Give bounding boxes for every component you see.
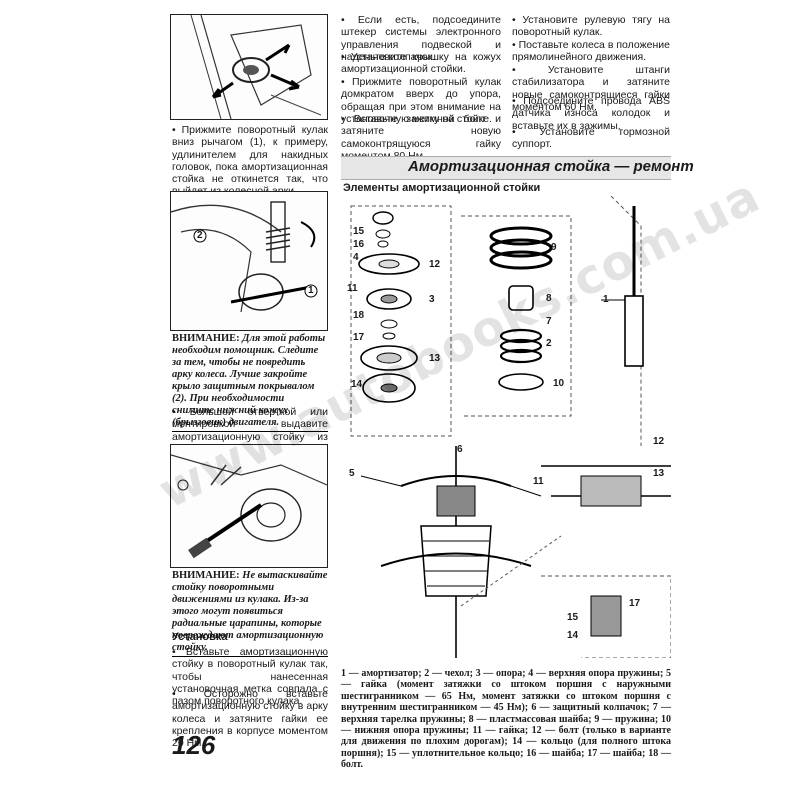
- callout-12: 12: [429, 259, 441, 270]
- section-title: Амортизационная стойка — ремонт: [408, 158, 694, 175]
- warning-label: ВНИМАНИЕ:: [172, 570, 240, 581]
- callout-2: 2: [546, 338, 552, 349]
- callout-1: 1: [308, 285, 314, 296]
- callout-15-inset: 15: [567, 612, 579, 623]
- warning-no-rotation: ВНИМАНИЕ: Не вытаскивайте стойку поворот…: [172, 570, 328, 657]
- callout-1: 1: [603, 294, 609, 305]
- mid-para-2: • Установите крышку на кожух амортизацио…: [341, 51, 501, 76]
- callout-4: 4: [353, 252, 359, 263]
- right-para-3: • Установите штанги стабилизатора и затя…: [512, 64, 670, 113]
- callout-11: 11: [347, 283, 358, 294]
- page-number: 126: [172, 730, 216, 760]
- callout-13: 13: [429, 353, 441, 364]
- figure-strut-drawing: [171, 201, 318, 313]
- mid-para-3: • Прижмите поворотный кулак домкратом вв…: [341, 76, 501, 125]
- mid-para-1: • Если есть, подсоедините штекер системы…: [341, 14, 501, 63]
- callout-17-inset: 17: [629, 598, 641, 609]
- figure-knuckle-press-drawing: [190, 15, 322, 119]
- callout-15: 15: [353, 226, 365, 237]
- right-para-1: • Установите рулевую тягу на поворотный …: [512, 14, 670, 39]
- callout-5: 5: [349, 468, 355, 479]
- step-press-knuckle: • Прижмите поворотный кулак вниз рычагом…: [172, 124, 328, 197]
- callout-13-inset: 13: [653, 468, 665, 479]
- callout-12-inset: 12: [653, 436, 665, 447]
- warning-text: Не вытаскивайте стойку поворотными движе…: [172, 570, 328, 653]
- right-para-2: • Поставьте колеса в положение прямолине…: [512, 39, 670, 64]
- callout-6: 6: [457, 444, 463, 455]
- callout-3: 3: [429, 294, 435, 305]
- diagram-legend: 1 — амортизатор; 2 — чехол; 3 — опора; 4…: [341, 668, 671, 771]
- right-para-4: • Подсоедините провода ABS датчика износ…: [512, 95, 670, 132]
- figure-knuckle-press: [170, 14, 328, 120]
- right-para-5: • Установите тормозной суппорт.: [512, 126, 670, 151]
- callout-14: 14: [351, 379, 363, 390]
- figure-strut-in-wheel-arch: 2 1: [170, 191, 328, 331]
- callout-11-inset: 11: [533, 476, 544, 487]
- figure-screwdriver-drawing: [171, 454, 327, 559]
- callout-9: 9: [551, 242, 557, 253]
- figure-screwdriver-pry: [170, 444, 328, 568]
- warning-text: Для этой работы необходим помощник. След…: [172, 333, 326, 428]
- exploded-strut-diagram: 15 16 4 12 11 3 18 17 13 14 9 8 7 2 10 1…: [341, 195, 672, 659]
- callout-10: 10: [553, 378, 565, 389]
- mid-para-4: • Вставьте зажимной болт и затяните нову…: [341, 113, 501, 162]
- callout-16: 16: [353, 239, 365, 250]
- callout-18: 18: [353, 310, 365, 321]
- exploded-strut-drawing: [350, 195, 672, 659]
- callout-14-inset: 14: [567, 630, 579, 641]
- callout-2: 2: [197, 230, 203, 241]
- heading-installation: Установка: [172, 631, 228, 643]
- section-subtitle: Элементы амортизационной стойки: [343, 182, 541, 194]
- section-banner: [341, 156, 671, 180]
- callout-17: 17: [353, 332, 365, 343]
- step-insert-strut: • Вставьте амортизационную стойку в пово…: [172, 646, 328, 708]
- warning-label: ВНИМАНИЕ:: [172, 333, 240, 344]
- callout-8: 8: [546, 293, 552, 304]
- warning-helper-needed: ВНИМАНИЕ: Для этой работы необходим помо…: [172, 333, 328, 432]
- callout-7: 7: [546, 316, 552, 327]
- step-tighten-nuts: • Осторожно вставьте амортизационную сто…: [172, 688, 328, 750]
